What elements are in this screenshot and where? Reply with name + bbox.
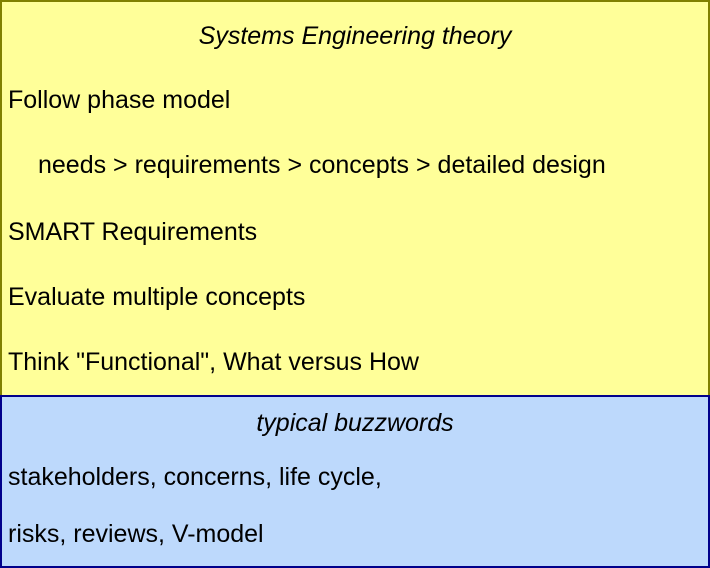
- theory-line-think-functional: Think "Functional", What versus How: [8, 348, 419, 376]
- buzzwords-panel-title: typical buzzwords: [256, 409, 454, 437]
- typical-buzzwords-panel: typical buzzwords stakeholders, concerns…: [0, 395, 710, 568]
- buzzwords-line-stakeholders: stakeholders, concerns, life cycle,: [8, 463, 382, 491]
- theory-line-evaluate-multiple-concepts: Evaluate multiple concepts: [8, 283, 306, 311]
- buzzwords-line-risks: risks, reviews, V-model: [8, 520, 264, 548]
- theory-panel-title: Systems Engineering theory: [198, 22, 512, 50]
- theory-line-follow-phase-model: Follow phase model: [8, 86, 231, 114]
- theory-line-smart-requirements: SMART Requirements: [8, 218, 258, 246]
- theory-line-phase-sequence: needs > requirements > concepts > detail…: [38, 151, 606, 179]
- systems-engineering-theory-panel: Systems Engineering theory Follow phase …: [0, 0, 710, 397]
